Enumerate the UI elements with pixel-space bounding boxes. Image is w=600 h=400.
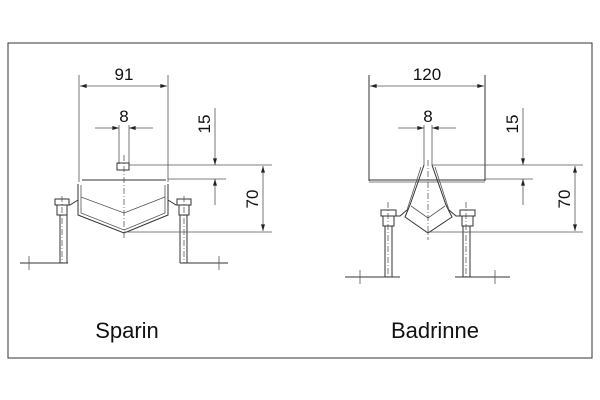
badrinne-width-label: 120 xyxy=(413,65,441,84)
badrinne-bracket-right xyxy=(448,202,510,284)
sparin-width-dimension: 91 xyxy=(78,65,169,182)
badrinne-height-dimension: 70 xyxy=(428,166,583,233)
sparin-grate-bar xyxy=(116,162,130,171)
sparin-offset-label: 15 xyxy=(195,115,214,134)
badrinne-drawing: 120 8 xyxy=(345,65,583,343)
sparin-gap-label: 8 xyxy=(119,107,128,126)
sparin-drawing: 91 8 xyxy=(20,65,272,343)
sparin-offset-dimension: 15 xyxy=(129,108,272,205)
sparin-caption: Sparin xyxy=(95,318,159,343)
sparin-width-label: 91 xyxy=(115,65,134,84)
sparin-height-dimension: 70 xyxy=(124,166,272,233)
badrinne-gap-dimension: 8 xyxy=(398,107,456,165)
badrinne-caption: Badrinne xyxy=(391,318,479,343)
sparin-channel xyxy=(77,155,169,240)
badrinne-gap-label: 8 xyxy=(423,107,432,126)
sparin-height-label: 70 xyxy=(243,190,262,209)
drawing-frame xyxy=(7,42,593,359)
badrinne-height-label: 70 xyxy=(555,190,574,209)
badrinne-offset-dimension: 15 xyxy=(432,108,583,205)
badrinne-bracket-left xyxy=(345,202,408,284)
badrinne-width-dimension: 120 xyxy=(368,65,486,183)
sparin-bracket-right xyxy=(167,196,228,270)
sparin-gap-dimension: 8 xyxy=(95,107,153,164)
badrinne-offset-label: 15 xyxy=(503,115,522,134)
sparin-bracket-left xyxy=(20,196,79,270)
badrinne-channel xyxy=(404,160,453,240)
